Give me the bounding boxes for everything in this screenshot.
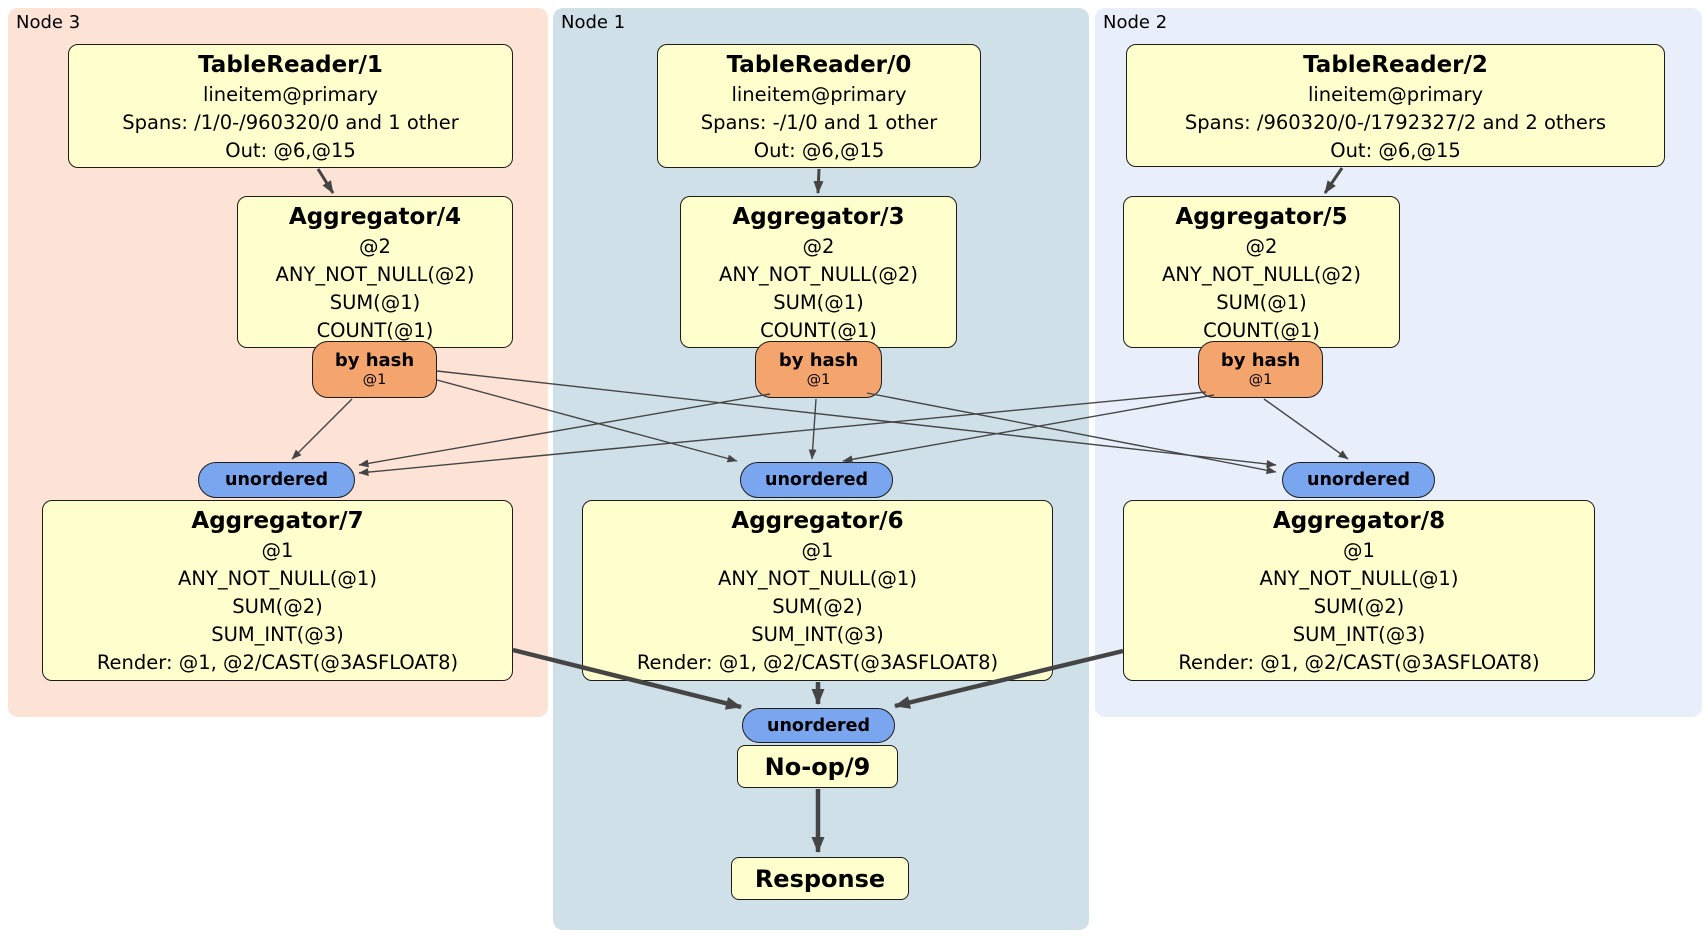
processor-title: TableReader/1 — [198, 52, 383, 78]
processor-title: TableReader/0 — [726, 52, 912, 78]
processor-aggregator-4: Aggregator/4 @2 ANY_NOT_NULL(@2) SUM(@1)… — [237, 196, 513, 348]
processor-detail-line: SUM(@1) — [329, 291, 421, 314]
processor-aggregator-8: Aggregator/8 @1 ANY_NOT_NULL(@1) SUM(@2)… — [1123, 500, 1595, 681]
processor-detail-line: SUM_INT(@3) — [751, 623, 884, 646]
processor-aggregator-5: Aggregator/5 @2 ANY_NOT_NULL(@2) SUM(@1)… — [1123, 196, 1400, 348]
region-label-node-3: Node 3 — [16, 12, 81, 33]
processor-detail-line: @1 — [1343, 539, 1375, 562]
processor-detail-line: SUM_INT(@3) — [211, 623, 344, 646]
router-label: by hash — [778, 350, 859, 371]
processor-detail-line: SUM(@2) — [1313, 595, 1405, 618]
region-label-node-2: Node 2 — [1103, 12, 1168, 33]
processor-detail-line: SUM_INT(@3) — [1292, 623, 1426, 646]
processor-aggregator-3: Aggregator/3 @2 ANY_NOT_NULL(@2) SUM(@1)… — [680, 196, 957, 348]
processor-tablereader-2: TableReader/2 lineitem@primary Spans: /9… — [1126, 44, 1665, 167]
processor-detail-line: ANY_NOT_NULL(@2) — [719, 263, 918, 286]
stream-unordered-7: unordered — [198, 462, 355, 498]
processor-detail-line: Spans: /1/0-/960320/0 and 1 other — [122, 111, 459, 134]
processor-detail-line: ANY_NOT_NULL(@2) — [275, 263, 475, 286]
processor-title: Aggregator/6 — [731, 508, 904, 534]
processor-title: No-op/9 — [764, 752, 871, 781]
processor-detail-line: Out: @6,@15 — [753, 139, 885, 162]
processor-detail-line: @1 — [261, 539, 294, 562]
response-node: Response — [731, 857, 909, 900]
processor-title: TableReader/2 — [1303, 52, 1488, 78]
processor-detail-line: Render: @1, @2/CAST(@3ASFLOAT8) — [96, 651, 459, 674]
processor-aggregator-7: Aggregator/7 @1 ANY_NOT_NULL(@1) SUM(@2)… — [42, 500, 513, 681]
router-label: by hash — [1220, 350, 1301, 371]
processor-detail-line: SUM(@1) — [773, 291, 864, 314]
processor-title: Response — [754, 864, 886, 893]
stream-unordered-8: unordered — [1282, 462, 1435, 498]
processor-detail-line: ANY_NOT_NULL(@2) — [1162, 263, 1361, 286]
router-detail: @1 — [362, 372, 387, 388]
processor-detail-line: Out: @6,@15 — [1330, 139, 1461, 162]
processor-detail-line: Render: @1, @2/CAST(@3ASFLOAT8) — [636, 651, 999, 674]
router-label: by hash — [334, 350, 415, 371]
processor-detail-line: Out: @6,@15 — [225, 139, 356, 162]
processor-tablereader-1: TableReader/1 lineitem@primary Spans: /1… — [68, 44, 513, 168]
processor-detail-line: lineitem@primary — [1307, 83, 1484, 106]
router-by-hash-3: by hash @1 — [755, 341, 882, 398]
region-label-node-1: Node 1 — [561, 12, 626, 33]
processor-detail-line: COUNT(@1) — [760, 319, 877, 342]
processor-aggregator-6: Aggregator/6 @1 ANY_NOT_NULL(@1) SUM(@2)… — [582, 500, 1053, 681]
processor-detail-line: ANY_NOT_NULL(@1) — [178, 567, 377, 590]
processor-noop-9: No-op/9 — [737, 745, 898, 788]
processor-title: Aggregator/8 — [1272, 508, 1446, 534]
processor-detail-line: ANY_NOT_NULL(@1) — [1259, 567, 1459, 590]
stream-unordered-final: unordered — [742, 708, 895, 743]
processor-tablereader-0: TableReader/0 lineitem@primary Spans: -/… — [657, 44, 981, 168]
processor-detail-line: @1 — [801, 539, 834, 562]
router-detail: @1 — [806, 372, 831, 388]
router-by-hash-4: by hash @1 — [312, 341, 437, 398]
processor-title: Aggregator/3 — [732, 204, 905, 230]
processor-detail-line: COUNT(@1) — [316, 319, 434, 342]
processor-detail-line: lineitem@primary — [202, 83, 379, 106]
processor-detail-line: Spans: /960320/0-/1792327/2 and 2 others — [1184, 111, 1607, 134]
router-detail: @1 — [1248, 372, 1273, 388]
processor-title: Aggregator/4 — [288, 204, 462, 230]
processor-title: Aggregator/5 — [1175, 204, 1348, 230]
processor-detail-line: SUM(@1) — [1216, 291, 1307, 314]
processor-detail-line: Render: @1, @2/CAST(@3ASFLOAT8) — [1178, 651, 1540, 674]
processor-detail-line: COUNT(@1) — [1203, 319, 1320, 342]
processor-detail-line: Spans: -/1/0 and 1 other — [700, 111, 938, 134]
processor-detail-line: @2 — [359, 235, 391, 258]
processor-detail-line: lineitem@primary — [731, 83, 907, 106]
processor-detail-line: ANY_NOT_NULL(@1) — [718, 567, 917, 590]
processor-detail-line: @2 — [802, 235, 835, 258]
processor-detail-line: SUM(@2) — [772, 595, 863, 618]
processor-detail-line: @2 — [1245, 235, 1278, 258]
processor-title: Aggregator/7 — [191, 508, 364, 534]
processor-detail-line: SUM(@2) — [232, 595, 323, 618]
stream-unordered-6: unordered — [740, 462, 893, 498]
router-by-hash-5: by hash @1 — [1198, 341, 1323, 398]
